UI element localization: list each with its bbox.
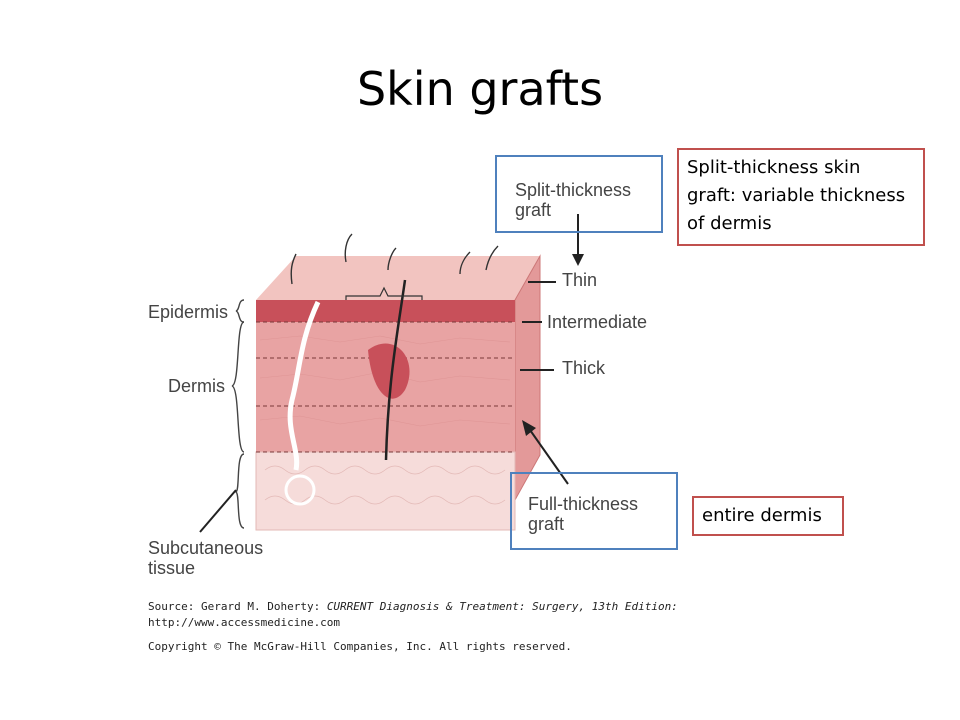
split-graft-highlight-box: [495, 155, 663, 233]
hair-follicle: [368, 343, 410, 399]
label-dermis: Dermis: [168, 376, 225, 396]
label-subcutaneous-line1: Subcutaneous: [148, 538, 264, 558]
source-line1: Source: Gerard M. Doherty: CURRENT Diagn…: [148, 600, 678, 613]
layer-braces: [231, 299, 245, 529]
label-subcutaneous-line2: tissue: [148, 558, 196, 578]
epidermis-layer: [256, 300, 515, 322]
skin-top-surface: [256, 256, 540, 300]
label-thin: Thin: [562, 270, 598, 290]
split-thickness-callout: Split-thickness skin graft: variable thi…: [677, 148, 925, 246]
label-thick: Thick: [562, 358, 606, 378]
full-graft-arrow-line: [529, 429, 569, 485]
label-intermediate: Intermediate: [547, 312, 648, 332]
follicle-bracket: [345, 286, 423, 300]
surface-hairs: [290, 233, 499, 285]
label-split-graft-line1: Split-thickness: [515, 180, 632, 200]
fat-texture: [264, 465, 506, 505]
subcutaneous-layer: [255, 451, 516, 531]
split-graft-arrowhead: [572, 254, 584, 266]
sweat-duct: [287, 300, 321, 471]
label-full-graft-line2: graft: [528, 514, 565, 534]
full-graft-arrowhead: [522, 420, 536, 436]
depth-pointers: [520, 281, 556, 371]
label-epidermis: Epidermis: [148, 302, 229, 322]
hair-shaft: [384, 279, 407, 461]
source-url: http://www.accessmedicine.com: [148, 616, 341, 629]
label-split-graft-line2: graft: [515, 200, 552, 220]
source-prefix: Source: Gerard M. Doherty:: [148, 600, 327, 613]
skin-right-side: [514, 254, 541, 502]
sweat-gland: [284, 474, 316, 506]
source-book-title: CURRENT Diagnosis & Treatment: Surgery, …: [326, 600, 678, 613]
label-full-graft-line1: Full-thickness: [528, 494, 639, 514]
full-thickness-callout: entire dermis: [692, 496, 844, 536]
full-graft-highlight-box: [510, 472, 678, 550]
source-copyright: Copyright © The McGraw-Hill Companies, I…: [148, 640, 572, 653]
slide-title: Skin grafts: [356, 62, 604, 116]
subcutaneous-pointer: [199, 489, 237, 533]
